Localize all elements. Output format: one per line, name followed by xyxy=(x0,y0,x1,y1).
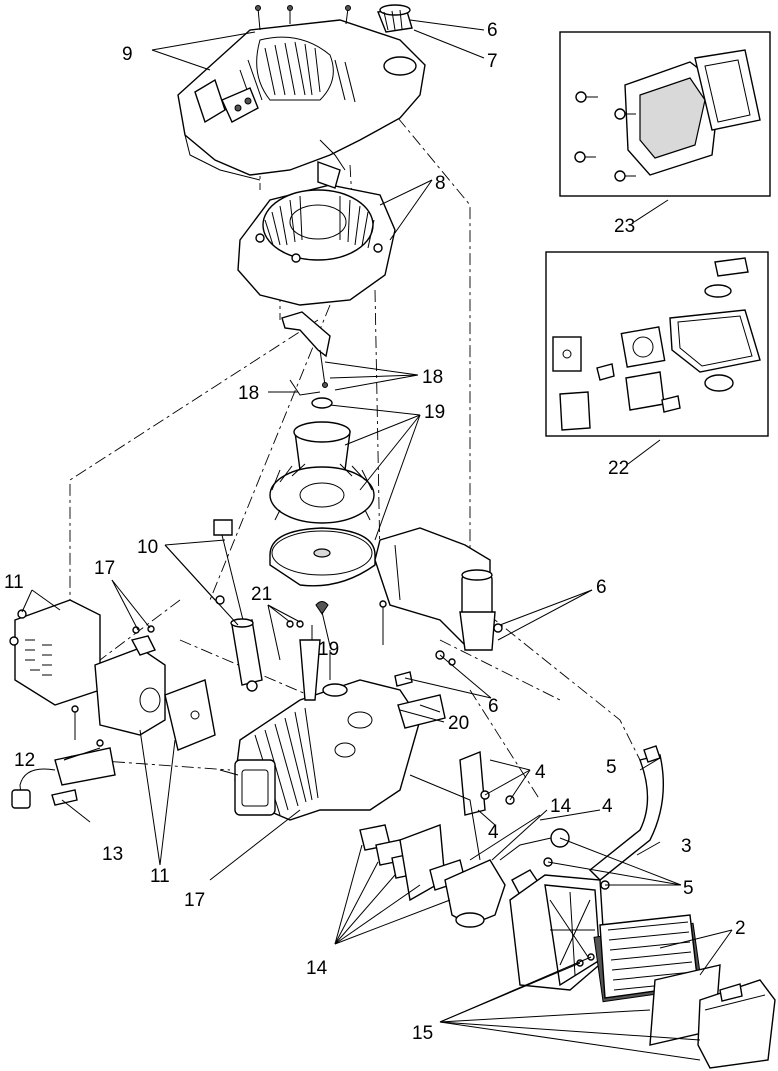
callout-5-upper: 5 xyxy=(606,757,617,778)
muffler-guard-part-11 xyxy=(9,599,216,751)
callout-13: 13 xyxy=(102,844,123,865)
callout-11-upper: 11 xyxy=(4,572,24,593)
engine-shroud-part-9 xyxy=(177,5,426,181)
callout-6-top: 6 xyxy=(487,20,498,41)
callout-6-middle: 6 xyxy=(488,696,499,717)
fuel-line-part-3-5 xyxy=(511,745,664,896)
callout-15: 15 xyxy=(412,1023,433,1044)
blower-housing-part-8 xyxy=(237,161,396,306)
engine-block-part-17 xyxy=(219,600,421,821)
fuel-tank-part-6 xyxy=(374,527,503,651)
callout-20: 20 xyxy=(448,713,469,734)
callout-4-upper: 4 xyxy=(535,762,546,783)
callout-23: 23 xyxy=(614,216,635,237)
air-cleaner-part-2-15 xyxy=(509,874,776,1069)
inset-box-part-23 xyxy=(559,31,771,197)
carburetor-part-14 xyxy=(359,824,570,928)
governor-linkage-part-4-20 xyxy=(394,650,541,861)
callout-3: 3 xyxy=(681,836,692,857)
callout-14-lower: 14 xyxy=(306,958,328,979)
callout-21: 21 xyxy=(251,584,272,605)
callout-17-lower: 17 xyxy=(184,890,205,911)
callout-22: 22 xyxy=(608,458,629,479)
callout-8: 8 xyxy=(435,173,446,194)
inset-box-part-22 xyxy=(545,251,769,437)
callout-4-lower: 4 xyxy=(488,822,499,843)
callout-18-left: 18 xyxy=(238,383,259,404)
fuel-cap-part-6-7 xyxy=(377,4,413,33)
callout-12: 12 xyxy=(14,750,35,771)
callout-17-upper: 17 xyxy=(94,558,115,579)
callout-19-upper: 19 xyxy=(424,402,445,423)
flywheel-part-19 xyxy=(269,397,376,615)
callout-2: 2 xyxy=(735,918,746,939)
callout-10: 10 xyxy=(137,537,158,558)
callout-11-lower: 11 xyxy=(150,866,170,887)
callout-19-lower: 19 xyxy=(318,639,339,660)
callout-4-right: 4 xyxy=(602,796,613,817)
dipstick-part-10 xyxy=(213,519,263,692)
callout-6-right: 6 xyxy=(596,577,607,598)
callout-18-right: 18 xyxy=(422,367,443,388)
bracket-part-18 xyxy=(281,311,331,396)
callout-14-right: 14 xyxy=(550,796,572,817)
leader-lines xyxy=(21,19,733,1061)
callout-9: 9 xyxy=(122,44,133,65)
callout-5-lower: 5 xyxy=(683,878,694,899)
callout-labels: 9 6 7 8 23 18 18 19 22 10 17 11 21 6 19 … xyxy=(4,20,746,1044)
callout-7: 7 xyxy=(487,51,498,72)
